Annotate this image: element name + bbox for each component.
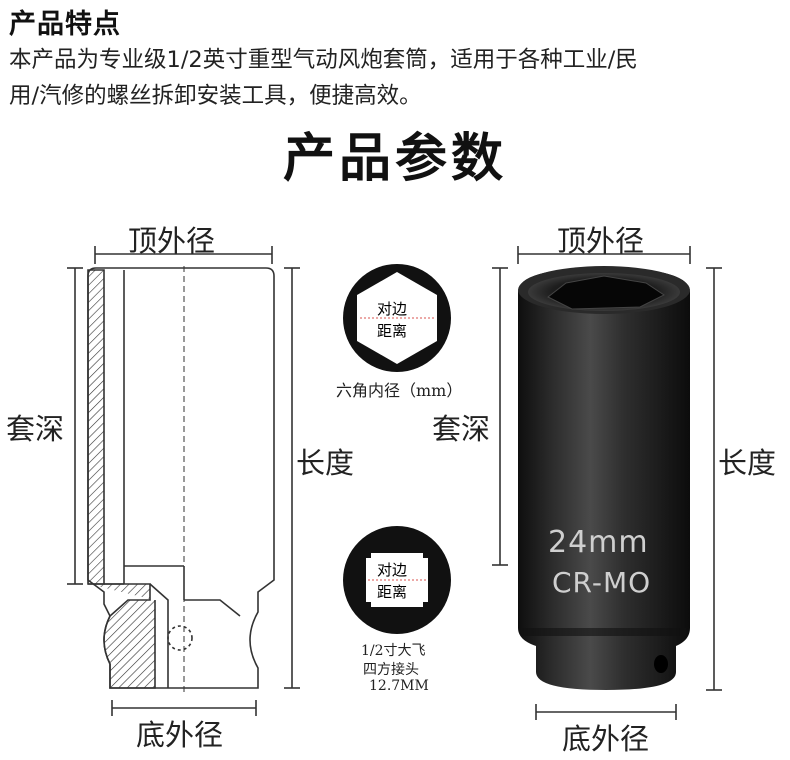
length-label: 长度 [296,446,355,480]
socket-base-section [88,583,156,689]
params-title: 产品参数 [282,129,507,189]
square-badge-caption-3: 12.7MM [369,678,429,694]
material-marking: CR-MO [552,566,652,599]
square-badge-caption-1: 1/2寸大飞 [361,643,426,659]
features-heading: 产品特点 [9,9,121,40]
socket-depth-label: 套深 [6,412,65,446]
photo-length-label: 长度 [718,446,777,480]
bottom-outer-diameter-label: 底外径 [136,718,224,752]
size-marking: 24mm [548,525,649,560]
features-line-1: 本产品为专业级1/2英寸重型气动风炮套筒，适用于各种工业/民 [9,47,638,73]
photo-bottom-outer-diameter-label: 底外径 [562,722,650,756]
top-outer-diameter-label: 顶外径 [128,224,216,258]
photo-top-outer-diameter-label: 顶外径 [557,224,645,258]
socket-wall-section [87,269,105,585]
square-badge-text-2: 距离 [377,583,408,601]
square-badge-text-1: 对边 [377,561,408,579]
hex-badge [343,264,451,372]
hex-badge-text-1: 对边 [377,300,408,318]
socket-photo [518,266,690,690]
square-badge [343,526,451,634]
features-description: 本产品为专业级1/2英寸重型气动风炮套筒，适用于各种工业/民 用/汽修的螺丝拆卸… [9,42,784,114]
features-line-2: 用/汽修的螺丝拆卸安装工具，便捷高效。 [9,83,422,109]
hex-badge-caption: 六角内径（mm） [336,381,463,400]
hex-badge-text-2: 距离 [377,322,408,340]
square-badge-caption-2: 四方接头 [363,662,419,678]
pin-hole [167,625,193,651]
technical-drawing [67,246,300,716]
photo-socket-depth-label: 套深 [432,412,491,446]
product-photo-dimensions [492,246,722,720]
